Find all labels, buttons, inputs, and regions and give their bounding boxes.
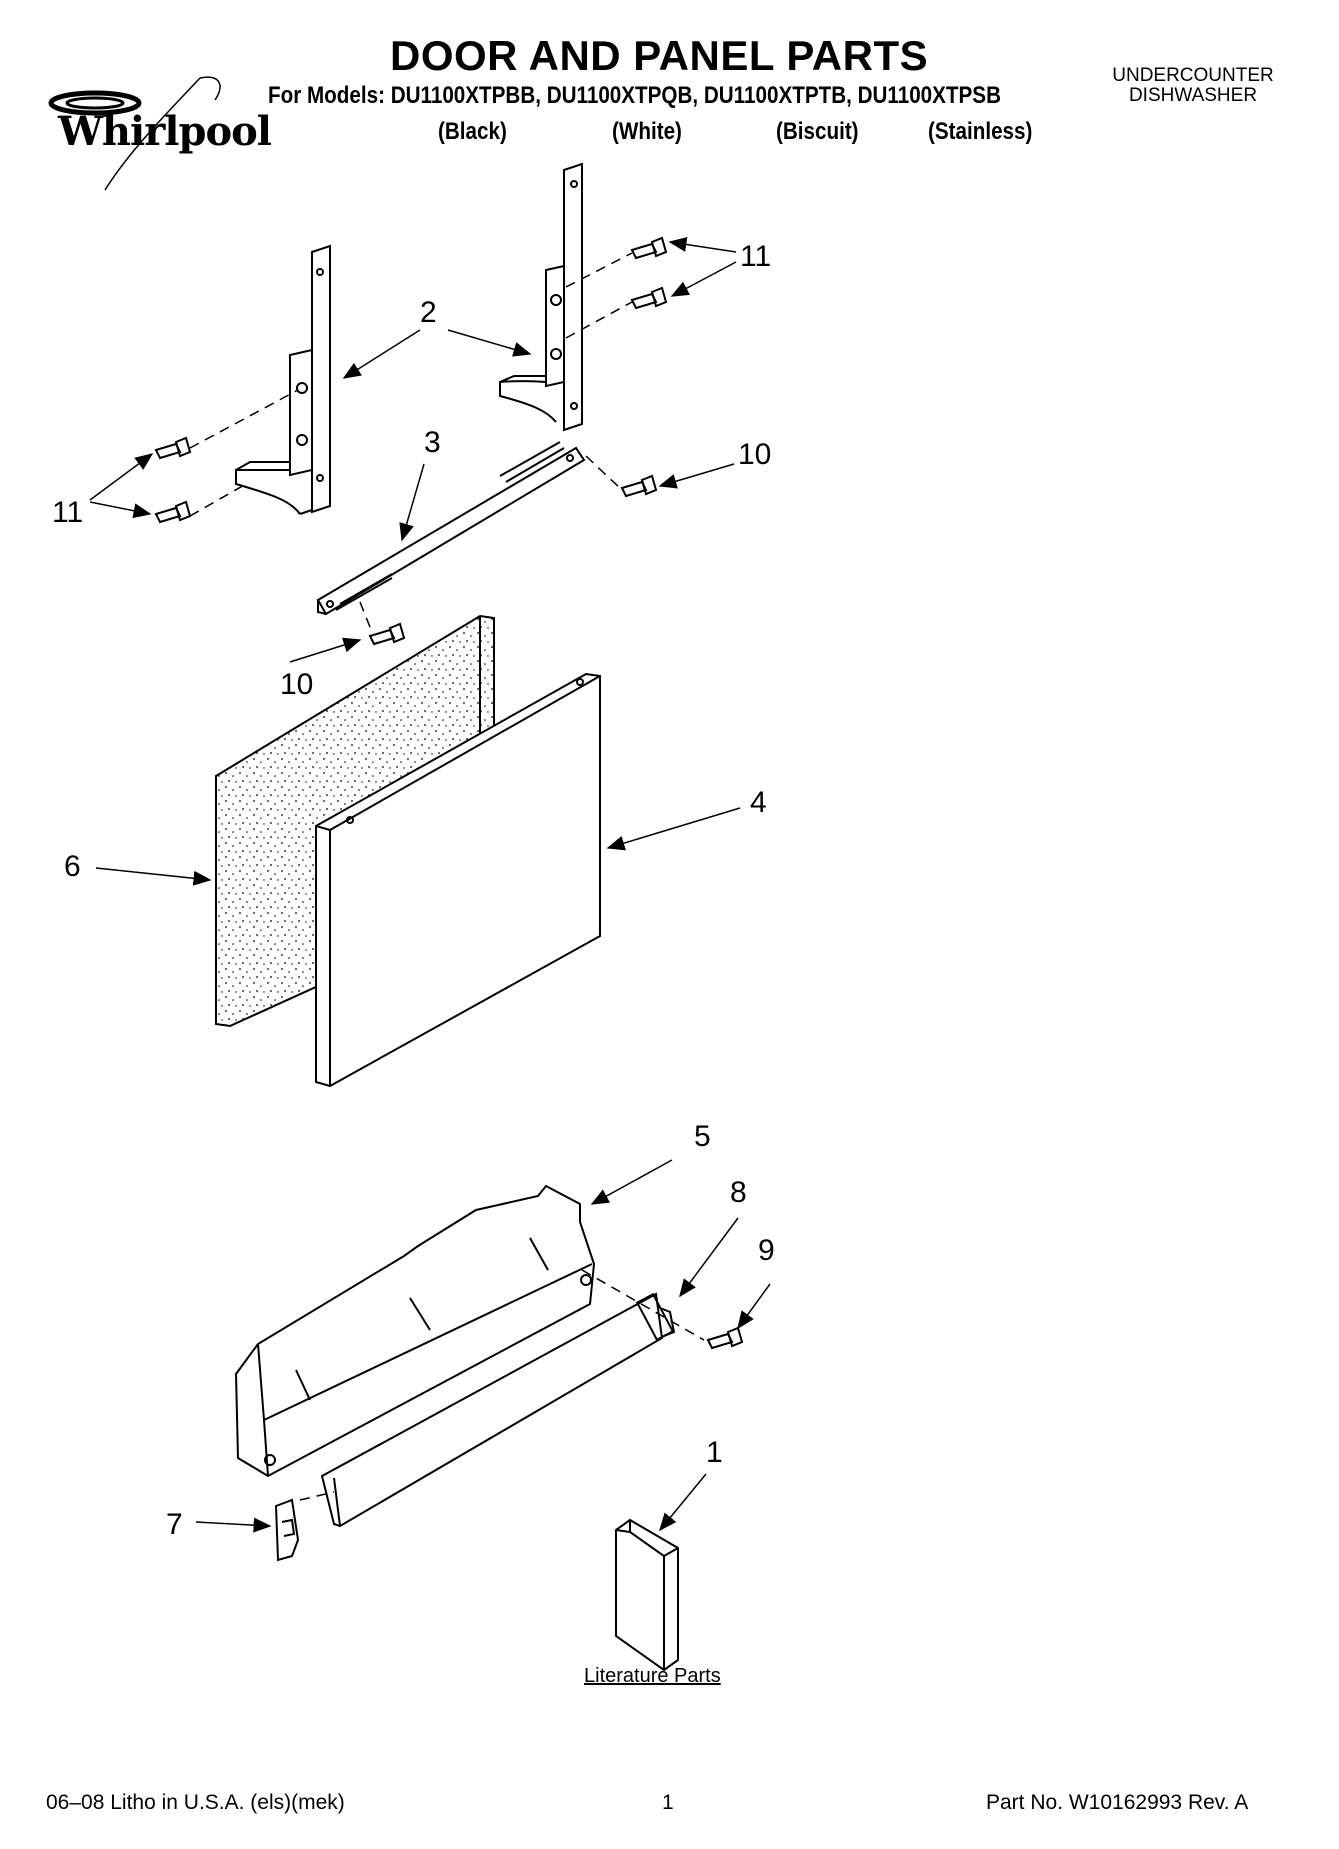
callout-9: 9 xyxy=(758,1234,775,1267)
appliance-line1: UNDERCOUNTER xyxy=(1112,65,1274,86)
outer-door-panel xyxy=(315,672,601,1088)
models-line: For Models: DU1100XTPBB, DU1100XTPQB, DU… xyxy=(268,82,1001,109)
kick-plate xyxy=(320,1292,676,1528)
left-hinge-bracket xyxy=(235,244,331,515)
variant-white: (White) xyxy=(612,118,682,145)
callout-4: 4 xyxy=(750,786,767,819)
screw-11-top-a xyxy=(630,236,668,260)
toe-panel xyxy=(234,1184,596,1478)
callout-11-top: 11 xyxy=(740,240,772,273)
literature-parts-caption: Literature Parts xyxy=(584,1665,721,1687)
callout-11-left: 11 xyxy=(52,496,84,529)
literature-booklet xyxy=(615,1518,679,1672)
callout-1: 1 xyxy=(706,1436,723,1469)
right-hinge-bracket xyxy=(499,162,583,432)
footer-print-info: 06–08 Litho in U.S.A. (els)(mek) xyxy=(46,1791,345,1814)
screw-11-left-b xyxy=(154,500,192,524)
callout-2: 2 xyxy=(420,296,437,329)
callout-5: 5 xyxy=(694,1120,711,1153)
screw-11-top-b xyxy=(630,286,668,310)
footer-part-number: Part No. W10162993 Rev. A xyxy=(986,1791,1249,1814)
mounting-bar xyxy=(316,441,586,616)
alignment-lines xyxy=(189,252,705,1501)
screw-9 xyxy=(706,1326,744,1350)
callout-6: 6 xyxy=(64,850,81,883)
screw-10-right xyxy=(620,474,658,498)
kick-plate-clip xyxy=(274,1498,300,1562)
variant-biscuit: (Biscuit) xyxy=(776,118,859,145)
brand-logo: Whirlpool xyxy=(58,108,272,155)
callout-10-right: 10 xyxy=(738,438,772,471)
appliance-line2: DISHWASHER xyxy=(1128,85,1258,106)
whirlpool-logo-swoosh-icon xyxy=(48,76,221,191)
screw-10-left xyxy=(368,622,406,646)
callout-7: 7 xyxy=(166,1508,183,1541)
callout-8: 8 xyxy=(730,1176,747,1209)
screw-11-left-a xyxy=(154,436,192,460)
variant-stainless: (Stainless) xyxy=(928,118,1033,145)
page-title: DOOR AND PANEL PARTS xyxy=(390,32,929,79)
footer-page-number: 1 xyxy=(662,1791,674,1814)
callout-arrows xyxy=(89,237,771,1533)
appliance-type: UNDERCOUNTER DISHWASHER xyxy=(1100,66,1286,106)
variant-black: (Black) xyxy=(438,118,507,145)
callout-10-left: 10 xyxy=(280,668,314,701)
callout-3: 3 xyxy=(424,426,441,459)
